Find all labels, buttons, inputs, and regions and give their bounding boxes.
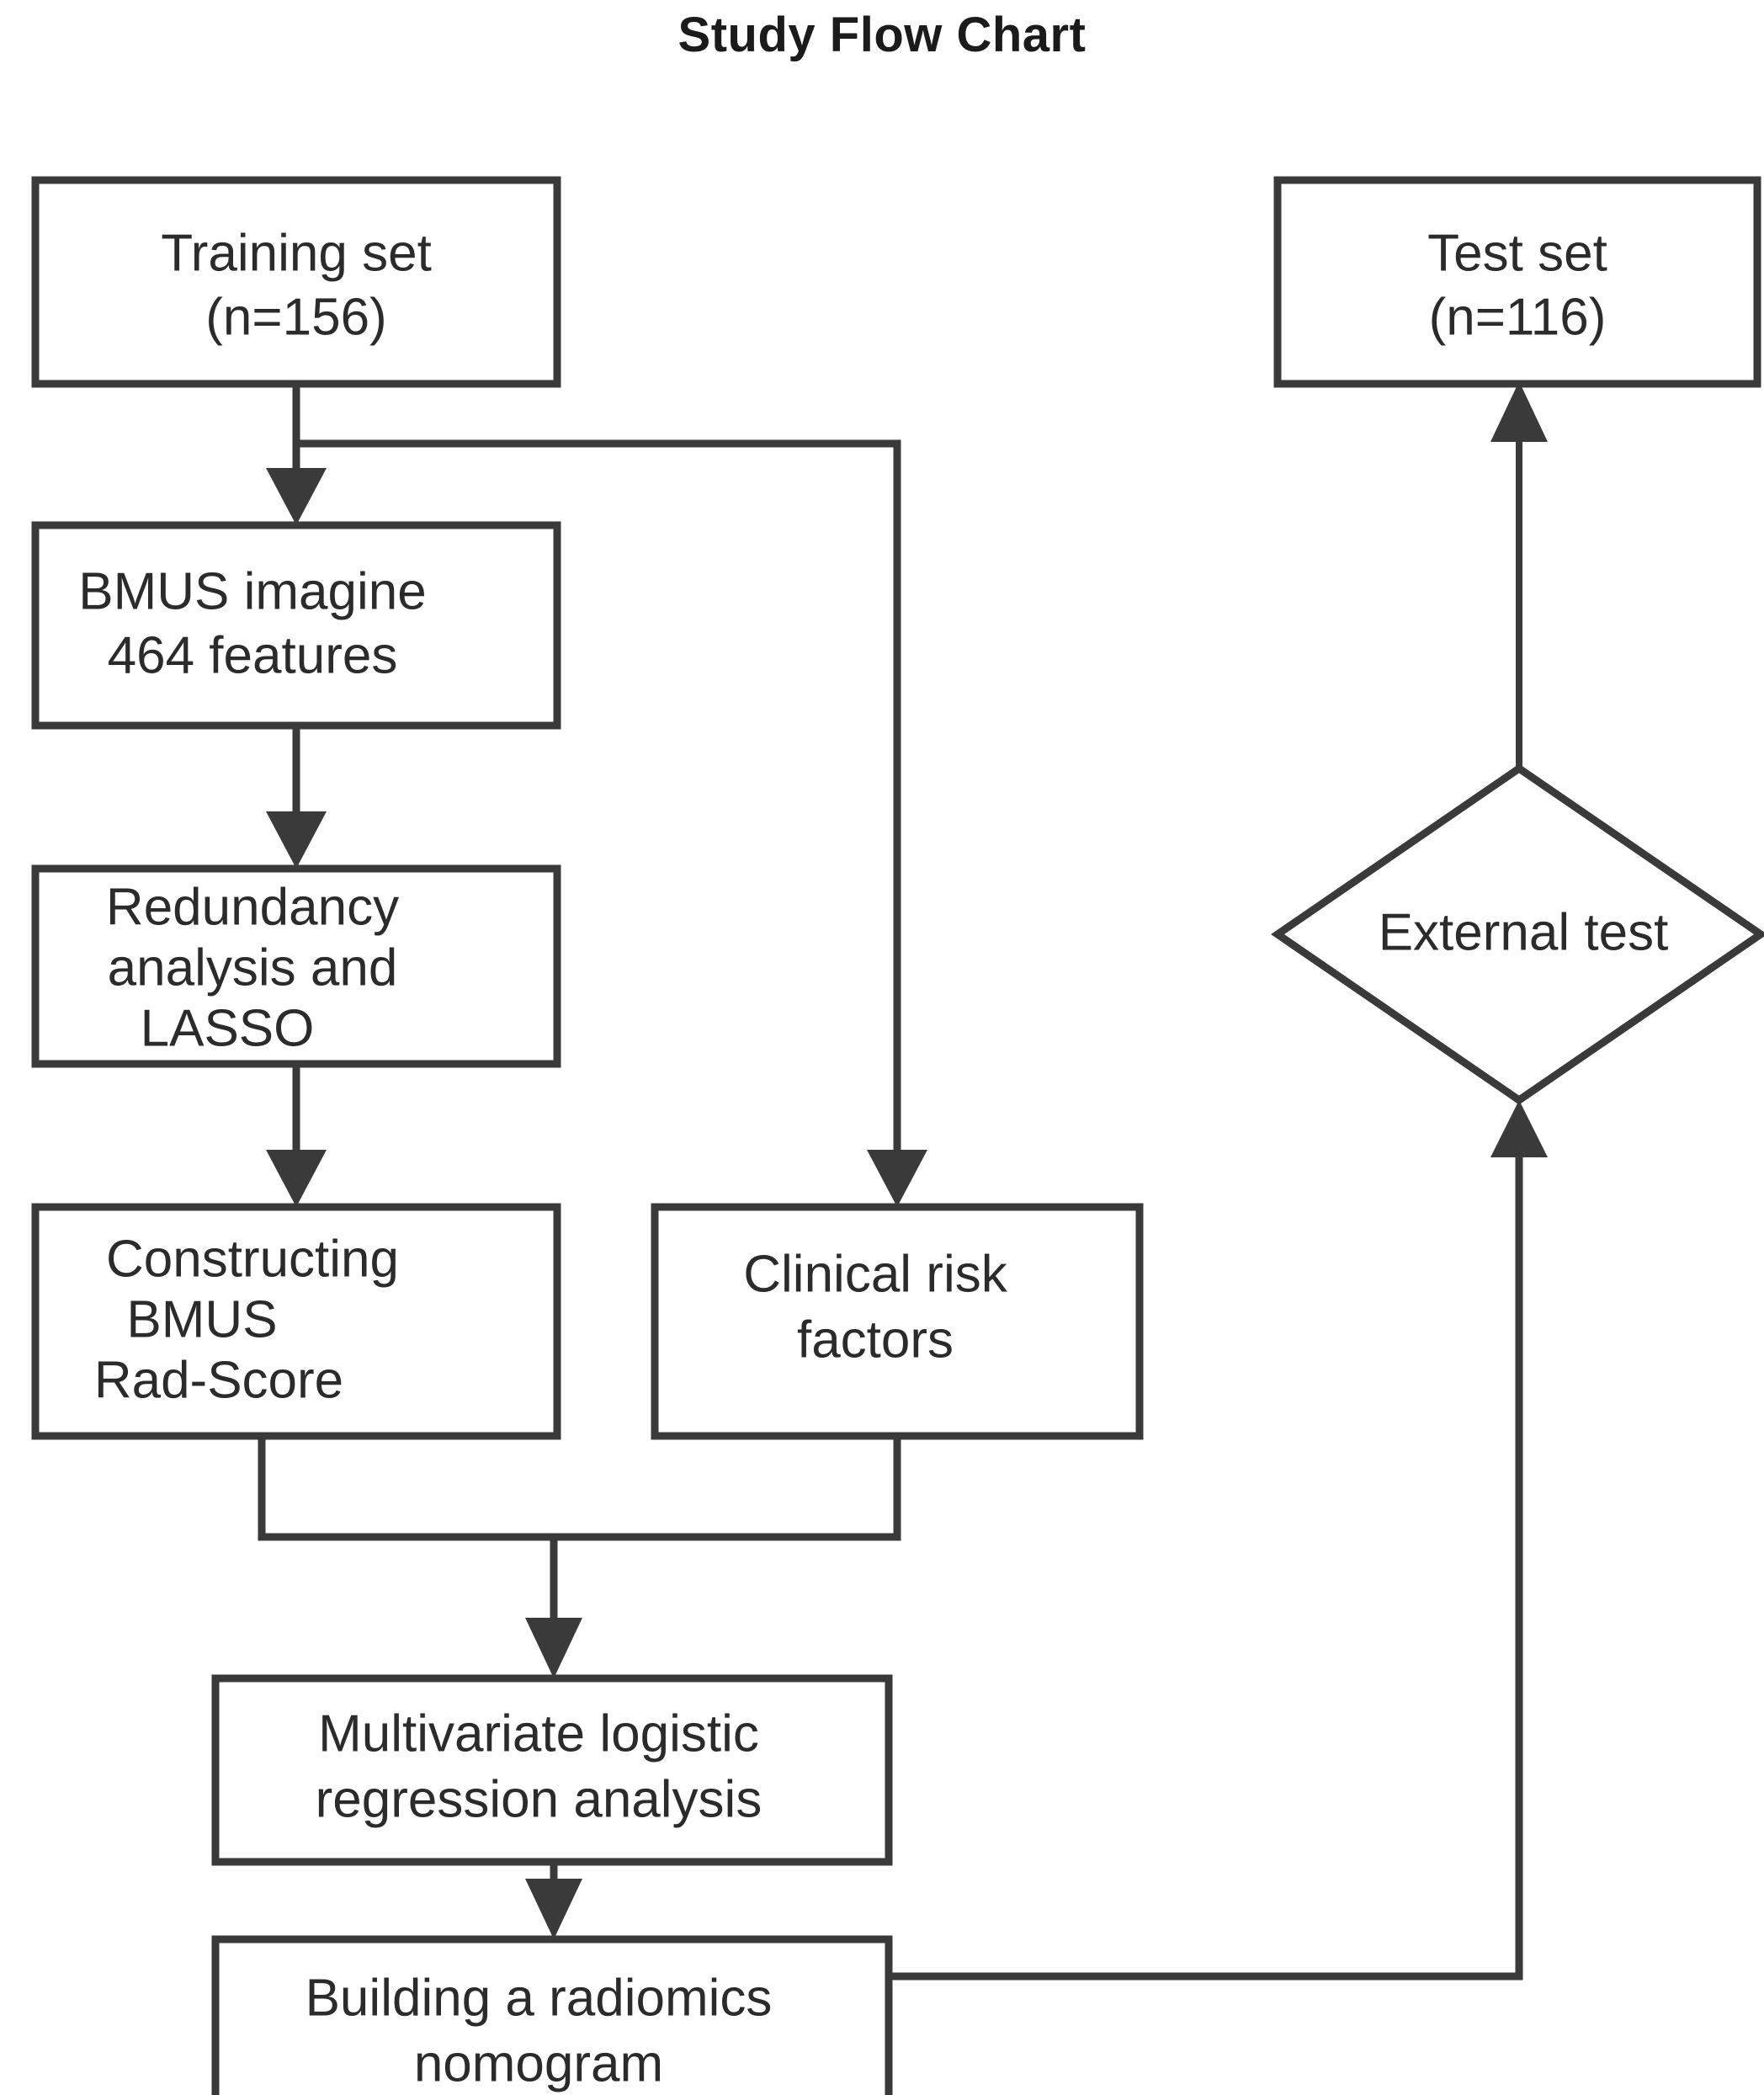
node-training-set-line2: (n=156) <box>205 288 386 346</box>
node-training-set[interactable]: Training set (n=156) <box>31 176 561 388</box>
edge-training-to-bmus <box>266 384 327 525</box>
edge-nomogram-to-externaltest <box>889 1100 1548 1981</box>
node-bmus-features-line2: 464 features <box>108 626 398 684</box>
edge-clinical-to-merge <box>554 1436 901 1541</box>
node-clinical-risk-line1: Clinical risk <box>743 1245 1007 1303</box>
edge-redundancy-to-radscore <box>266 1064 327 1207</box>
node-external-test[interactable]: External test <box>1271 763 1764 1105</box>
node-radiomics-nomogram[interactable]: Building a radiomics nomogram <box>211 1935 893 2095</box>
edge-merge-to-multivariate <box>525 1537 582 1678</box>
node-multivariate-line1: Multivariate logistic <box>318 1704 759 1763</box>
node-multivariate-regression[interactable]: Multivariate logistic regression analysi… <box>211 1674 893 1866</box>
edge-bmus-to-redundancy <box>266 726 327 869</box>
node-nomogram-line1: Building a radiomics <box>306 1969 773 2027</box>
node-bmus-features[interactable]: BMUS imagine 464 features <box>31 521 561 730</box>
edge-multivariate-to-nomogram <box>525 1862 582 1939</box>
node-redundancy-line2: analysis and <box>108 938 398 997</box>
edge-externaltest-to-testset <box>1490 381 1548 768</box>
node-test-set-line2: (n=116) <box>1429 288 1607 346</box>
node-rad-score-line1: Constructing <box>106 1230 399 1288</box>
node-bmus-features-line1: BMUS imagine <box>78 562 426 620</box>
node-redundancy-line1: Redundancy <box>106 878 399 936</box>
edge-radscore-to-merge <box>258 1436 554 1541</box>
node-clinical-risk-factors[interactable]: Clinical risk factors <box>651 1203 1144 1440</box>
node-rad-score-line3: Rad-Score <box>94 1351 343 1409</box>
node-nomogram-line2: nomogram <box>414 2034 663 2092</box>
node-test-set-line1: Test set <box>1427 224 1607 282</box>
page-title: Study Flow Chart <box>677 8 1087 62</box>
node-multivariate-line2: regression analysis <box>316 1770 762 1828</box>
node-clinical-risk-line2: factors <box>797 1311 954 1369</box>
node-external-test-label: External test <box>1379 903 1669 961</box>
node-training-set-line1: Training set <box>161 224 432 282</box>
node-redundancy-lasso[interactable]: Redundancy analysis and LASSO <box>31 864 561 1068</box>
edge-training-to-clinical <box>296 439 927 1207</box>
node-test-set[interactable]: Test set (n=116) <box>1273 176 1761 388</box>
node-redundancy-line3: LASSO <box>141 999 315 1057</box>
node-rad-score-line2: BMUS <box>126 1290 277 1348</box>
node-constructing-rad-score[interactable]: Constructing BMUS Rad-Score <box>31 1203 561 1440</box>
